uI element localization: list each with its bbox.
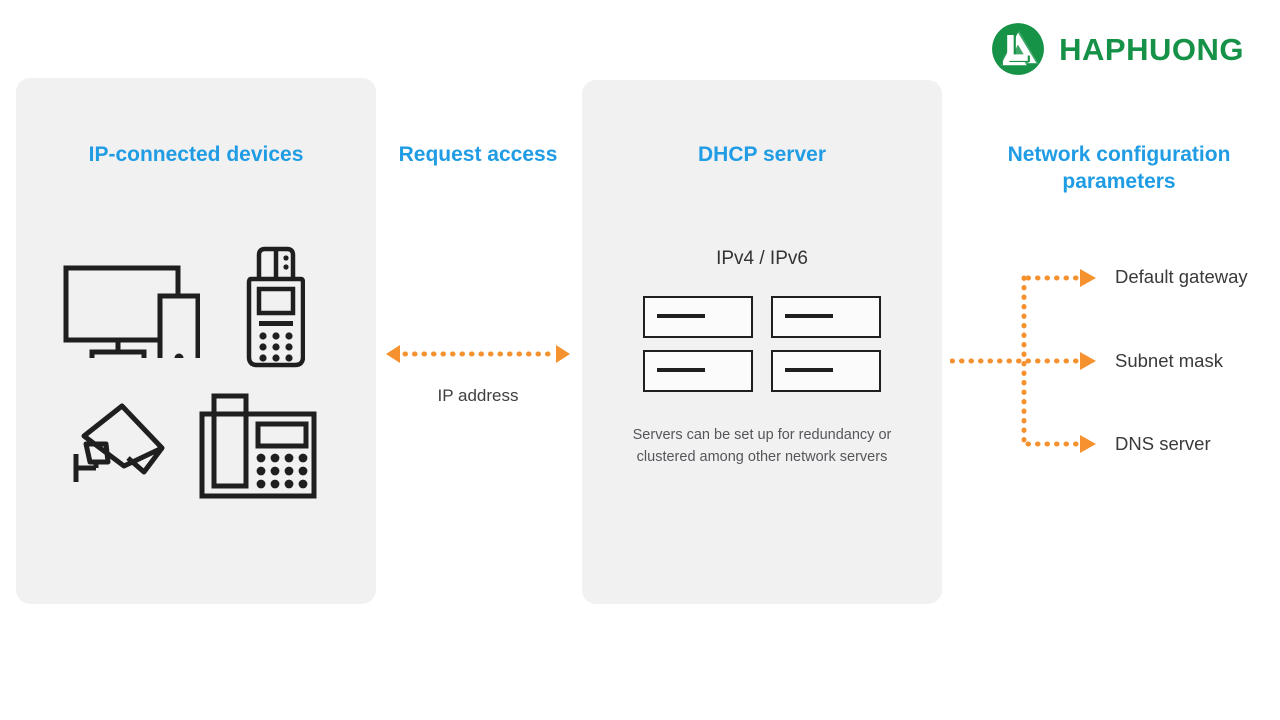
bidirectional-dotted-arrow-icon <box>386 345 570 363</box>
params-heading: Network configuration parameters <box>1007 143 1231 193</box>
server-rack-unit-2 <box>771 296 881 338</box>
devices-heading: IP-connected devices <box>88 143 304 166</box>
dhcp-caption: Servers can be set up for redundancy or … <box>632 427 892 466</box>
brand-name: HAPHUONG <box>1059 31 1244 67</box>
server-rack-unit-3 <box>643 350 753 392</box>
param-item-dns-server: DNS server <box>1115 433 1211 454</box>
dhcp-heading: DHCP server <box>697 143 827 166</box>
param-item-default-gateway: Default gateway <box>1115 266 1248 287</box>
param-item-subnet-mask: Subnet mask <box>1115 350 1223 371</box>
dotted-branch-connector-icon <box>950 269 1096 453</box>
ip-version-label: IPv4 / IPv6 <box>716 248 808 269</box>
dhcp-panel <box>582 80 942 604</box>
haphuong-logo-icon <box>992 23 1045 75</box>
server-rack-unit-1 <box>643 296 753 338</box>
server-rack-group <box>643 296 881 392</box>
server-rack-unit-4 <box>771 350 881 392</box>
desktop-computer-icon <box>60 248 201 374</box>
request-heading: Request access <box>398 143 558 166</box>
handheld-scanner-icon <box>245 245 306 374</box>
brand-logo: HAPHUONG <box>991 22 1244 76</box>
desk-phone-icon <box>198 392 318 505</box>
security-camera-icon <box>66 396 170 491</box>
ip-address-label: IP address <box>437 386 519 405</box>
